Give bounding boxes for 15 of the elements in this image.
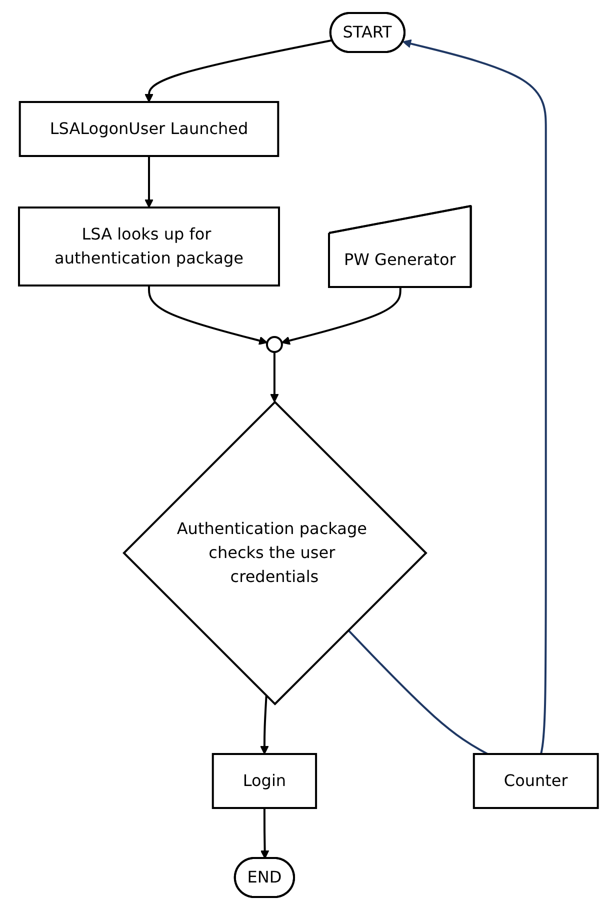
arrow (148, 285, 268, 344)
arrow (260, 808, 269, 858)
node-box: Login (211, 752, 317, 808)
connector (347, 628, 488, 754)
node-box: LSA looks up for authentication package (18, 206, 280, 286)
arrow (280, 286, 401, 344)
arrow (260, 695, 268, 754)
node-box: Counter (472, 752, 598, 808)
node-circle (266, 336, 283, 352)
node-box: LSALogonUser Launched (18, 100, 279, 156)
arrow (144, 156, 153, 208)
node-diamond: Authentication package checks the user credentials (122, 400, 427, 705)
arrow (270, 352, 278, 402)
arrow (402, 38, 546, 754)
arrow (144, 38, 332, 102)
